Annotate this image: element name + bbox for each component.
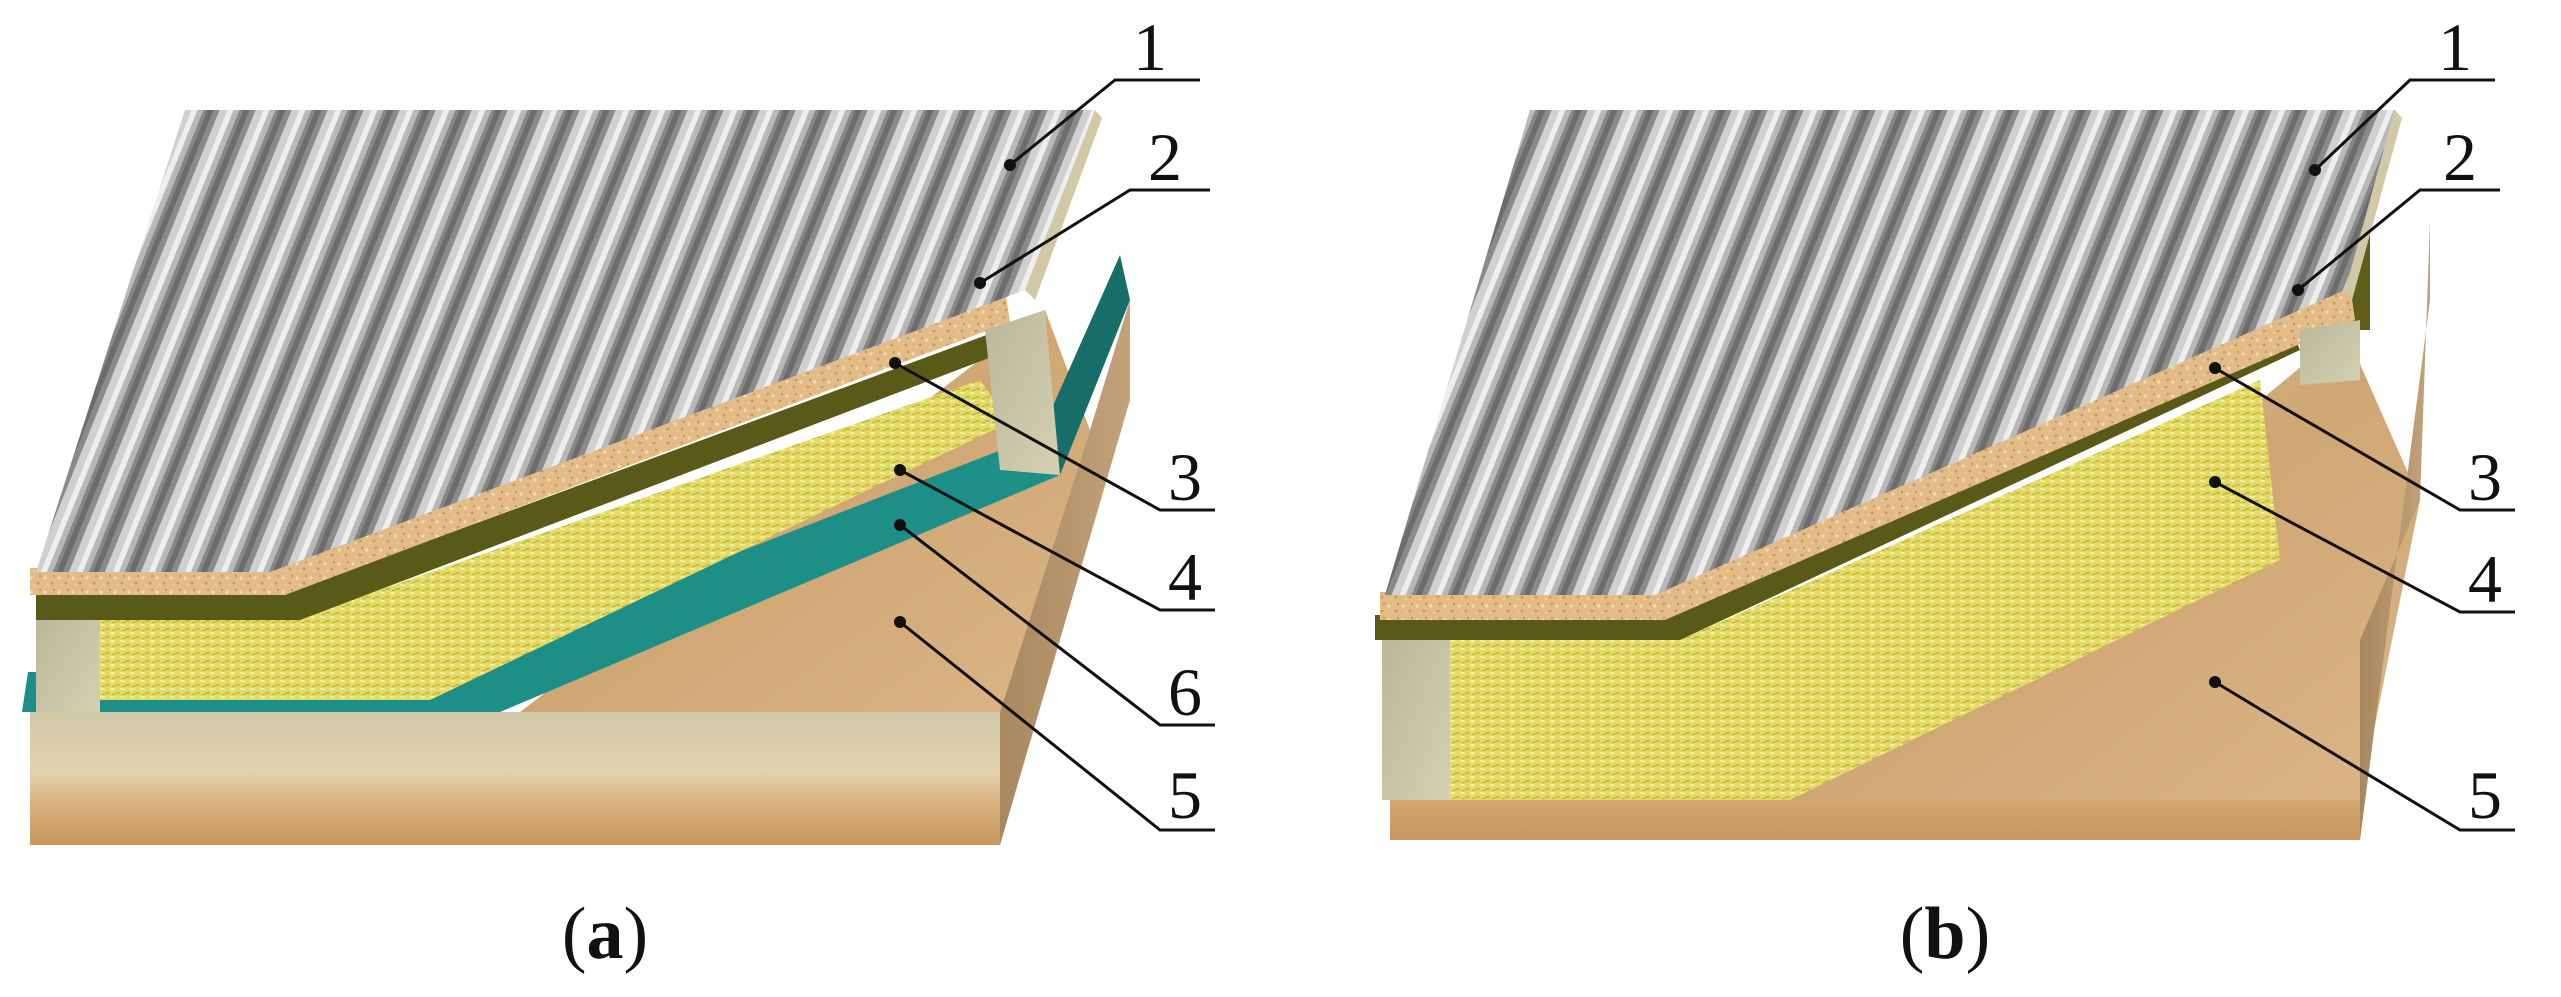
callout-5: 5	[894, 616, 1215, 833]
timber-side-face	[2360, 220, 2430, 840]
callout-2: 2	[974, 119, 1210, 289]
timber-end-block-left	[36, 615, 100, 712]
caption-letter: b	[1924, 893, 1965, 975]
callout-1: 1	[1004, 9, 1200, 171]
insulation-layer	[1450, 380, 2280, 800]
timber-base-front	[30, 712, 1000, 845]
panel-b: 1 2 3 4 5 (b)	[1375, 9, 2515, 975]
caption-letter: a	[587, 893, 624, 975]
callout-label: 2	[1148, 119, 1182, 195]
timber-side-face	[1000, 300, 1130, 845]
callout-6: 6	[894, 519, 1215, 730]
callout-label: 4	[1168, 539, 1202, 615]
callout-4: 4	[894, 464, 1215, 615]
timber-end-block-left	[1382, 640, 1450, 800]
timber-end-block-right	[985, 310, 1060, 475]
callout-label: 2	[2443, 119, 2477, 195]
panel-b-callouts: 1 2 3 4 5	[2209, 9, 2515, 833]
callout-label: 3	[1168, 439, 1202, 515]
corrugated-roof-edge	[2345, 110, 2402, 300]
callout-1: 1	[2309, 9, 2495, 176]
callout-label: 5	[1168, 757, 1202, 833]
corrugated-roof-edge	[1025, 110, 1102, 300]
callout-4: 4	[2209, 476, 2515, 617]
callout-3: 3	[889, 357, 1215, 515]
callout-label: 4	[2468, 541, 2502, 617]
insulation-layer	[100, 380, 1010, 700]
callout-label: 6	[1168, 654, 1202, 730]
callout-3: 3	[2209, 362, 2515, 515]
panel-a-callouts: 1 2 3 4 6	[889, 9, 1215, 833]
callout-label: 5	[2468, 757, 2502, 833]
timber-end-block-right	[2300, 320, 2360, 385]
callout-label: 1	[1133, 9, 1167, 85]
callout-5: 5	[2209, 676, 2515, 833]
panel-a-illustration	[22, 110, 1130, 845]
corrugated-roof-sheet	[1385, 110, 2395, 595]
panel-a-caption: (a)	[562, 893, 648, 975]
corrugated-roof-sheet	[36, 110, 1095, 572]
callout-2: 2	[2292, 119, 2500, 296]
vapor-barrier-side	[1040, 255, 1130, 475]
callout-label: 3	[2468, 439, 2502, 515]
panel-b-illustration	[1375, 110, 2430, 840]
panel-a: 1 2 3 4 6	[22, 9, 1215, 975]
callout-label: 1	[2438, 9, 2472, 85]
panel-b-caption: (b)	[1900, 893, 1990, 975]
